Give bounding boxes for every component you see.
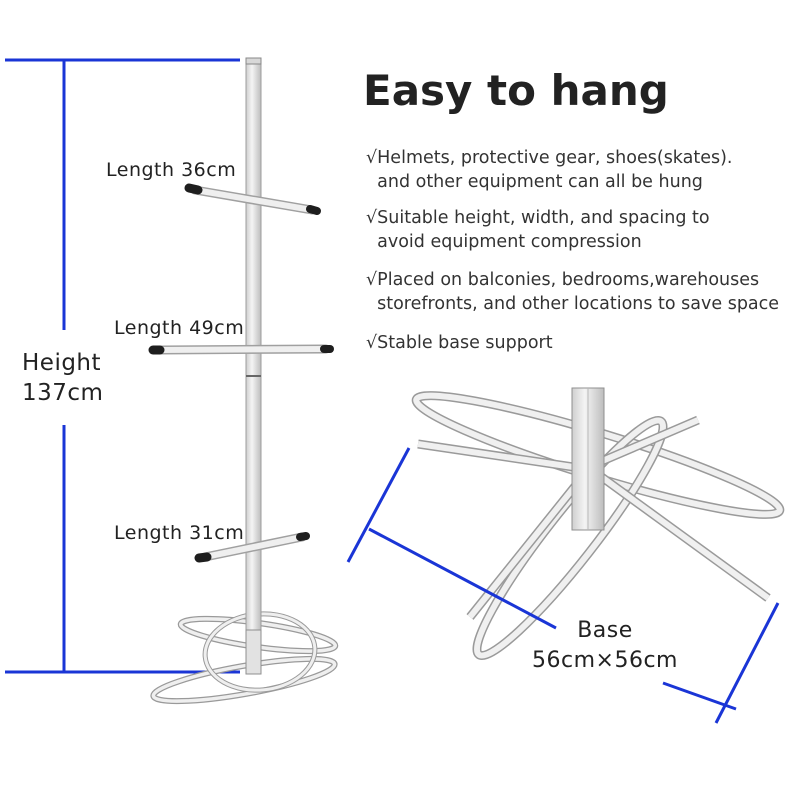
- feature-item: √Placed on balconies, bedrooms,warehouse…: [366, 270, 780, 314]
- height-value: 137cm: [22, 380, 104, 406]
- rack-arm-bottom: [194, 532, 310, 563]
- base-label: Base: [577, 618, 633, 643]
- heading: Easy to hang: [363, 66, 669, 115]
- rack-pole: [245, 57, 262, 675]
- base-closeup-pole: [571, 387, 605, 531]
- feature-item: √Suitable height, width, and spacing to …: [366, 208, 710, 252]
- height-label: Height: [22, 350, 102, 376]
- rack-arm-top: [184, 183, 321, 215]
- rack-arm-middle: [148, 344, 334, 355]
- base-dimension-lines: [346, 447, 780, 724]
- feature-item: √Helmets, protective gear, shoes(skates)…: [366, 148, 733, 192]
- arm-bottom-length-label: Length 31cm: [114, 522, 245, 544]
- rack-base: [150, 611, 339, 705]
- base-dimensions-value: 56cm×56cm: [532, 648, 678, 673]
- arm-middle-length-label: Length 49cm: [114, 317, 245, 339]
- feature-item: √Stable base support: [366, 333, 553, 353]
- arm-top-length-label: Length 36cm: [106, 159, 237, 181]
